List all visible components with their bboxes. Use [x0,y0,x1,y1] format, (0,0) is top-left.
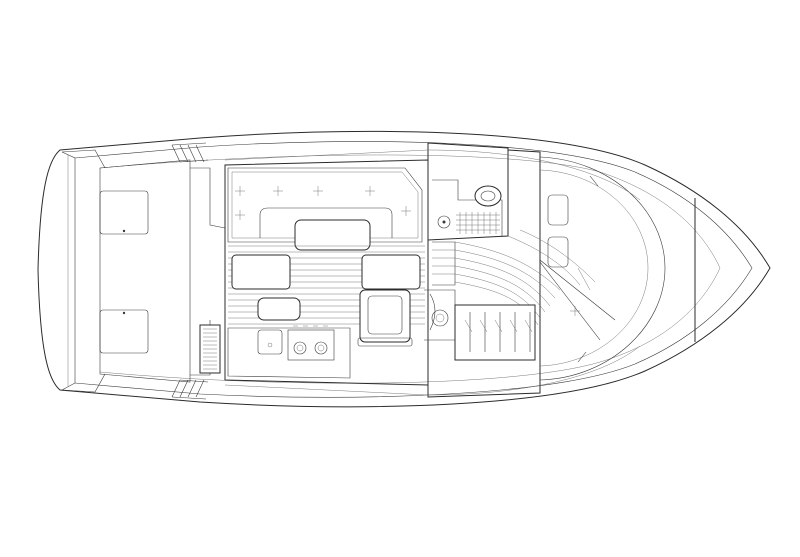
dinette-table [294,219,371,251]
cockpit-hatch-port [99,190,149,235]
galley-counter [227,325,351,379]
helm-seat [357,289,413,347]
companionway-steps [432,241,456,286]
cushion-buttons [235,186,411,220]
galley-sink [257,329,283,355]
forward-cabin-v-berth [454,149,696,393]
salon-bench-starboard [361,254,421,290]
engine-vent-grille [199,324,221,374]
berth-button [570,306,580,316]
head-fixtures-lower [424,289,456,341]
galley-stove [287,329,335,361]
hanging-locker [454,304,536,361]
starboard-side-steps [171,379,209,400]
fore-deck-hatch-port [547,194,569,226]
cockpit-hatch-starboard [99,309,149,354]
ottoman [257,297,301,321]
vanity-basin [437,215,451,229]
head-compartment [427,142,509,241]
cabin-trunk-outline [224,149,641,396]
salon-bench-port [231,254,291,290]
shower-grating [456,212,500,234]
swim-platform [61,149,106,393]
hull-outline [37,130,771,408]
salon-l-dinette [227,167,423,243]
cockpit [99,142,226,400]
fore-deck-hatch-starboard [547,236,569,268]
toilet [474,185,502,207]
salon [224,159,429,386]
port-side-steps [171,142,209,163]
